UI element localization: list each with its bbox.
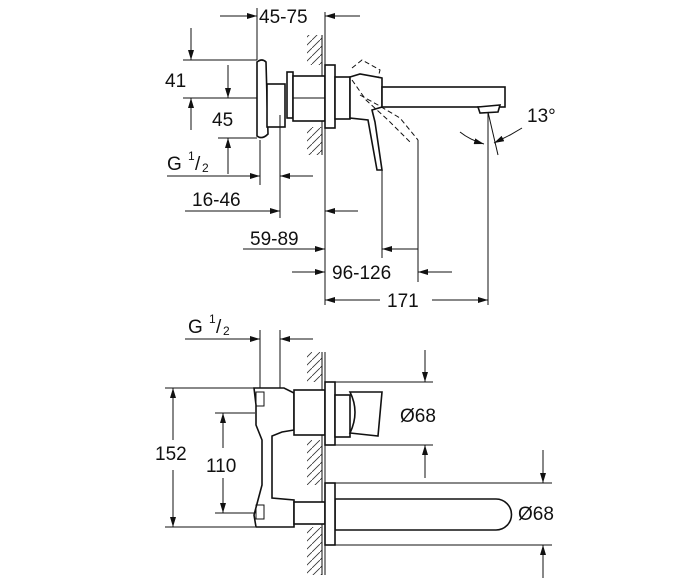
dim-label-45: 45 bbox=[212, 110, 233, 131]
dim-label: 59-89 bbox=[250, 229, 299, 250]
dim-59-89: 59-89 bbox=[243, 229, 325, 252]
svg-text:/: / bbox=[195, 154, 201, 175]
dim-45-75: 45-75 bbox=[220, 7, 360, 60]
dim-label: 45-75 bbox=[259, 7, 308, 28]
angle-dimension: 13° bbox=[459, 106, 556, 305]
dim-label: 152 bbox=[155, 444, 187, 465]
dim-96-126: 96-126 bbox=[292, 140, 452, 284]
dim-label: 110 bbox=[206, 456, 236, 477]
dim-152: 152 bbox=[155, 387, 255, 528]
dim-label: 16-46 bbox=[192, 190, 241, 211]
thread-label: G bbox=[167, 154, 182, 175]
dim-label: Ø68 bbox=[400, 406, 436, 427]
thread-denominator: 2 bbox=[223, 324, 230, 338]
thread-denominator: 2 bbox=[202, 161, 209, 175]
svg-text:/: / bbox=[216, 317, 222, 338]
dim-spout-diameter: Ø68 bbox=[335, 450, 554, 578]
mixer-body bbox=[256, 59, 506, 171]
dim-thread-bottom: G 1 / 2 bbox=[185, 312, 313, 388]
dim-label: 171 bbox=[387, 291, 419, 312]
wall-section bbox=[307, 12, 326, 305]
dim-171: 171 bbox=[325, 291, 488, 312]
dim-thread-top: G 1 / 2 bbox=[167, 115, 313, 218]
wall-section bbox=[307, 352, 326, 575]
thread-label: G bbox=[188, 317, 203, 338]
dim-110: 110 bbox=[206, 412, 255, 514]
thread-numerator: 1 bbox=[209, 312, 216, 326]
side-view: 13° 45-75 41 45 G 1 / bbox=[165, 7, 556, 312]
dim-label: 96-126 bbox=[332, 263, 391, 284]
front-view: G 1 / 2 152 110 Ø68 bbox=[155, 312, 554, 578]
thread-numerator: 1 bbox=[188, 149, 195, 163]
dim-handle-diameter: Ø68 bbox=[335, 350, 436, 478]
dim-41-45: 41 45 bbox=[165, 28, 257, 174]
mounting-body bbox=[253, 381, 513, 546]
dim-label-41: 41 bbox=[165, 71, 186, 92]
dim-16-46: 16-46 bbox=[185, 190, 358, 214]
angle-label: 13° bbox=[527, 106, 556, 127]
dim-label: Ø68 bbox=[518, 504, 554, 525]
